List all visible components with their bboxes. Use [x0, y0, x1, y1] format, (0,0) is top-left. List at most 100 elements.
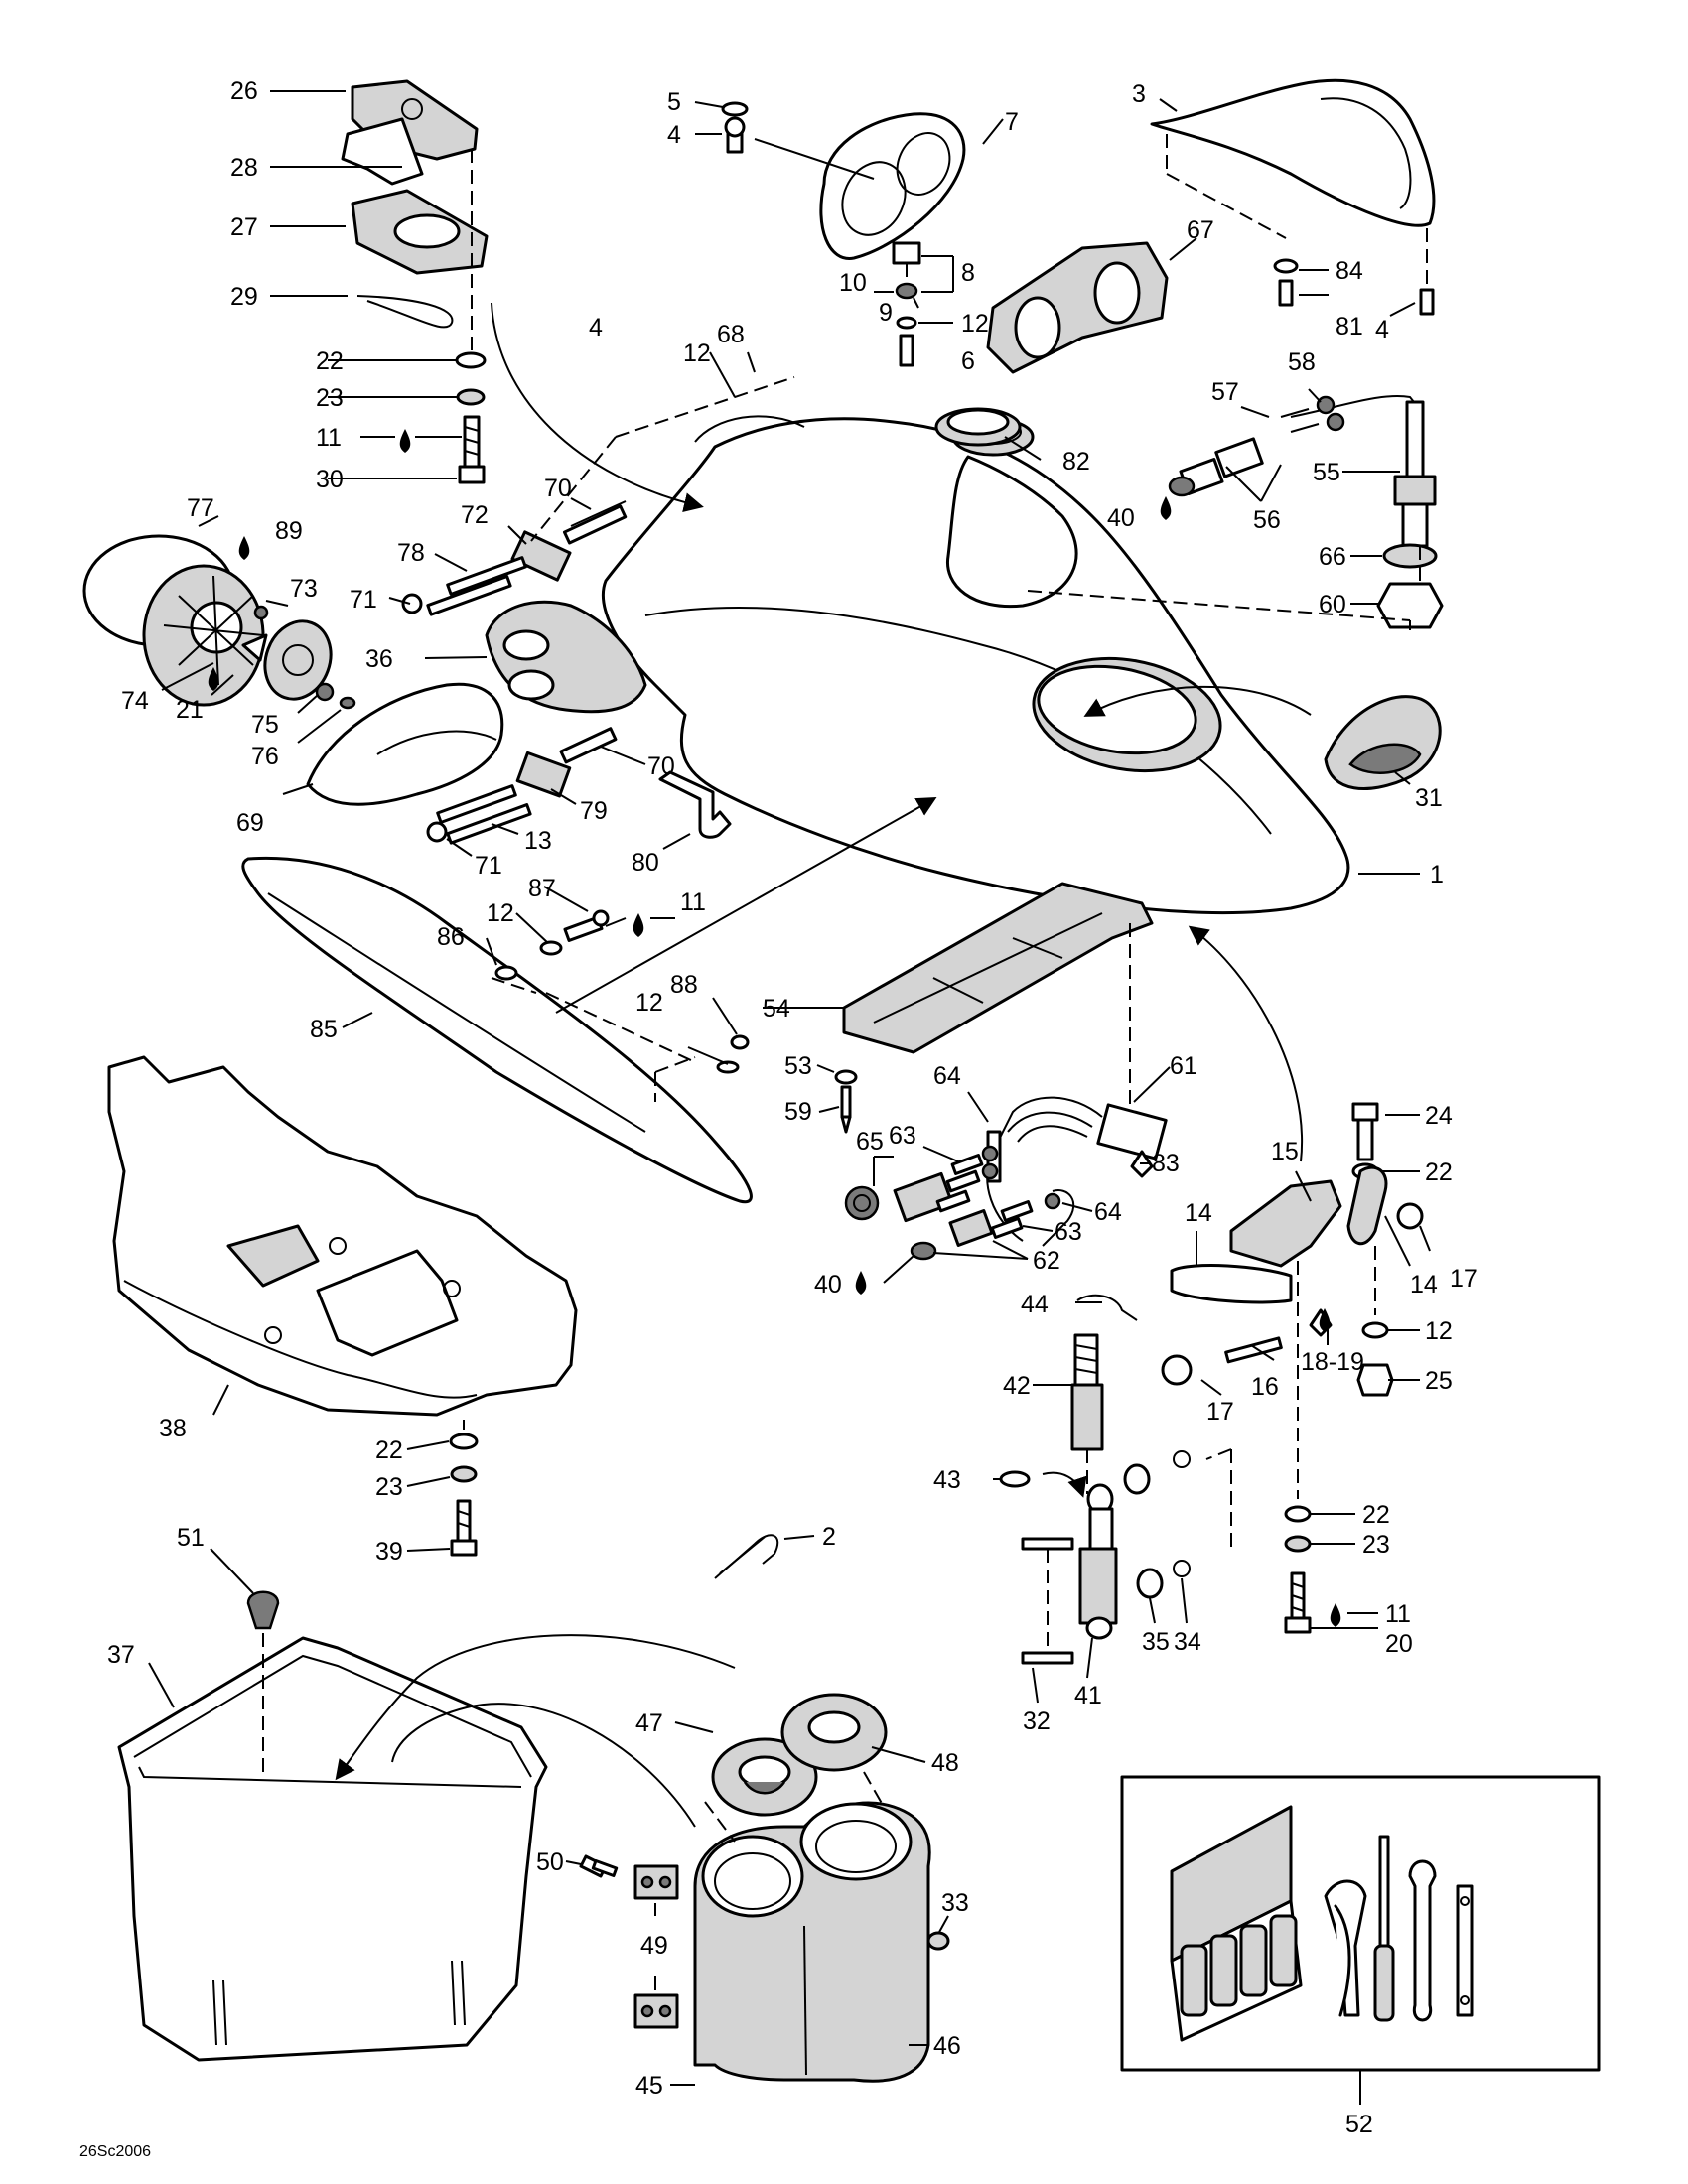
callout-13: 80 — [632, 849, 659, 877]
callout-51: 51 — [177, 1524, 205, 1552]
callout-14: 14 — [1185, 1199, 1212, 1227]
callout-62: 62 — [1033, 1247, 1060, 1275]
callout-12e: 12 — [1425, 1317, 1453, 1345]
callout-23: 23 — [316, 384, 344, 412]
storage-bin — [117, 1590, 736, 2062]
callout-22c: 22 — [1362, 1501, 1390, 1529]
callout-72: 72 — [461, 501, 489, 529]
callout-24: 24 — [1425, 1102, 1453, 1130]
callout-86: 86 — [437, 923, 465, 951]
callout-21: 21 — [176, 696, 204, 724]
callout-40: 40 — [1107, 504, 1135, 532]
callout-41: 41 — [1074, 1682, 1102, 1709]
callout-76: 76 — [251, 743, 279, 770]
callout-20: 20 — [1385, 1630, 1413, 1658]
wiring-harness — [844, 923, 1168, 1261]
callout-57: 57 — [1211, 378, 1239, 406]
callout-42: 42 — [1003, 1372, 1031, 1400]
callout-64: 64 — [933, 1062, 961, 1090]
callout-70b: 70 — [647, 752, 675, 780]
tool-kit-inset — [1120, 1775, 1601, 2072]
latch-assembly — [341, 79, 489, 484]
callout-31: 31 — [1415, 784, 1443, 812]
callout-59: 59 — [784, 1098, 812, 1126]
callout-11: 11 — [316, 424, 342, 452]
callout-11c: 11 — [1385, 1600, 1411, 1628]
callout-16: 16 — [1251, 1373, 1279, 1401]
assembly-arrows — [491, 302, 1411, 717]
callout-12c: 12 — [487, 899, 514, 927]
callout-45: 45 — [635, 2072, 663, 2100]
callout-78: 78 — [397, 539, 425, 567]
callout-63: 63 — [889, 1122, 916, 1150]
callout-labels: 26 28 27 29 22 23 11 30 77 89 73 74 21 7… — [79, 77, 1477, 2160]
callout-4b: 4 — [1375, 316, 1389, 343]
callout-36: 36 — [365, 645, 393, 673]
callout-81: 81 — [1336, 313, 1363, 341]
leader-lines — [148, 90, 1431, 2105]
callout-8: 8 — [961, 259, 975, 287]
callout-63b: 63 — [1055, 1218, 1082, 1246]
callout-55: 55 — [1313, 459, 1340, 486]
windshield-assembly — [986, 78, 1436, 374]
shock-absorber — [999, 1294, 1191, 1665]
callout-4c: 4 — [589, 314, 603, 341]
hose — [658, 770, 732, 839]
callout-32: 32 — [1023, 1707, 1051, 1735]
cable-tie — [714, 1534, 779, 1579]
callout-2: 2 — [822, 1523, 836, 1551]
callout-44: 44 — [1021, 1291, 1049, 1318]
callout-38: 38 — [159, 1415, 187, 1442]
callout-34: 34 — [1174, 1628, 1201, 1656]
console-body — [601, 415, 1350, 915]
callout-84: 84 — [1336, 257, 1363, 285]
pivot-assembly — [1161, 925, 1424, 1634]
callout-25: 25 — [1425, 1367, 1453, 1395]
callout-68: 68 — [717, 321, 745, 348]
side-trim — [241, 797, 937, 1204]
callout-39: 39 — [375, 1538, 403, 1566]
callout-17: 17 — [1450, 1265, 1477, 1293]
callout-65: 65 — [856, 1128, 884, 1156]
callout-61: 61 — [1170, 1052, 1197, 1080]
grip-pad — [1324, 695, 1442, 790]
callout-52: 52 — [1345, 2111, 1373, 2138]
callout-3: 3 — [1132, 80, 1146, 108]
under-cover — [107, 1055, 578, 1557]
callout-12b: 12 — [683, 340, 711, 367]
callout-33: 33 — [941, 1889, 969, 1917]
callout-73: 73 — [290, 575, 318, 603]
callout-9: 9 — [879, 299, 893, 327]
callout-15: 15 — [1271, 1138, 1299, 1165]
callout-35: 35 — [1142, 1628, 1170, 1656]
cup-holder-assembly — [579, 1693, 950, 2083]
callout-7: 7 — [1005, 108, 1019, 136]
callout-12d: 12 — [635, 989, 663, 1017]
callout-88: 88 — [670, 971, 698, 999]
mirror-assembly — [82, 376, 795, 845]
callout-79: 13 — [524, 827, 552, 855]
mounting-plate — [654, 882, 1154, 1134]
callout-4: 4 — [667, 121, 681, 149]
callout-10: 10 — [839, 269, 867, 297]
callout-70: 70 — [544, 475, 572, 502]
callout-40b: 40 — [814, 1271, 842, 1298]
gauge-bezel-assembly — [721, 101, 966, 367]
callout-58: 58 — [1288, 348, 1316, 376]
callout-67: 67 — [1187, 216, 1214, 244]
callout-11b: 11 — [680, 888, 706, 916]
callout-28: 28 — [230, 154, 258, 182]
callout-5: 5 — [667, 88, 681, 116]
callout-89: 89 — [275, 517, 303, 545]
callout-82: 82 — [1062, 448, 1090, 476]
callout-12: 12 — [961, 310, 989, 338]
callout-53: 53 — [784, 1052, 812, 1080]
callout-66: 66 — [1319, 543, 1346, 571]
callout-56: 56 — [1253, 506, 1281, 534]
callout-14b: 14 — [1410, 1271, 1438, 1298]
callout-83: 83 — [1152, 1150, 1180, 1177]
callout-47: 47 — [635, 1709, 663, 1737]
figure-code: 26Sc2006 — [79, 2143, 151, 2160]
callout-49: 49 — [640, 1932, 668, 1960]
callout-71b: 71 — [475, 852, 502, 880]
